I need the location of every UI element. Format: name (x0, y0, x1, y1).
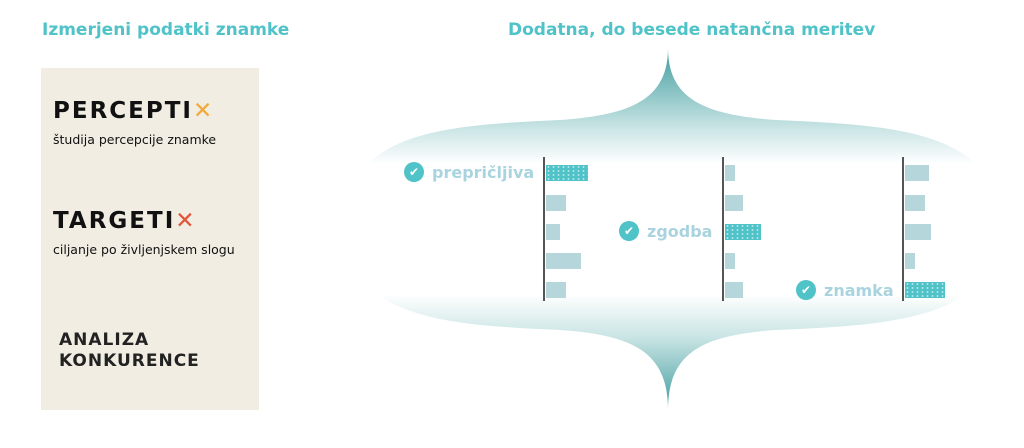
column-axis (902, 157, 904, 301)
brand-data-panel: PERCEPTI✕ študija percepcije znamke TARG… (41, 68, 259, 410)
bar (725, 253, 735, 269)
bar (905, 195, 925, 211)
bar (546, 253, 581, 269)
highlighted-bar (725, 224, 761, 240)
word-label-prepricljiva: ✔prepričljiva (404, 162, 534, 182)
highlighted-bar (905, 282, 945, 298)
column-axis (722, 157, 724, 301)
highlighted-bar (546, 165, 588, 181)
check-icon: ✔ (796, 280, 816, 300)
bar (546, 224, 560, 240)
perceptix-subtitle: študija percepcije znamke (53, 132, 217, 147)
bar (725, 282, 743, 298)
bar (725, 195, 743, 211)
right-heading: Dodatna, do besede natančna meritev (508, 20, 876, 40)
perceptix-logo: PERCEPTI✕ (53, 98, 215, 124)
word-label-zgodba: ✔zgodba (619, 221, 712, 241)
check-icon: ✔ (404, 162, 424, 182)
check-icon: ✔ (619, 221, 639, 241)
targetix-subtitle: ciljanje po življenjskem slogu (53, 242, 235, 257)
targetix-logo: TARGETI✕ (53, 208, 197, 234)
bar (725, 165, 735, 181)
word-label-znamka: ✔znamka (796, 280, 894, 300)
bar (905, 165, 929, 181)
left-heading: Izmerjeni podatki znamke (42, 20, 290, 40)
bar (546, 195, 566, 211)
bar (905, 253, 915, 269)
bar (905, 224, 931, 240)
bar (546, 282, 566, 298)
column-axis (543, 157, 545, 301)
